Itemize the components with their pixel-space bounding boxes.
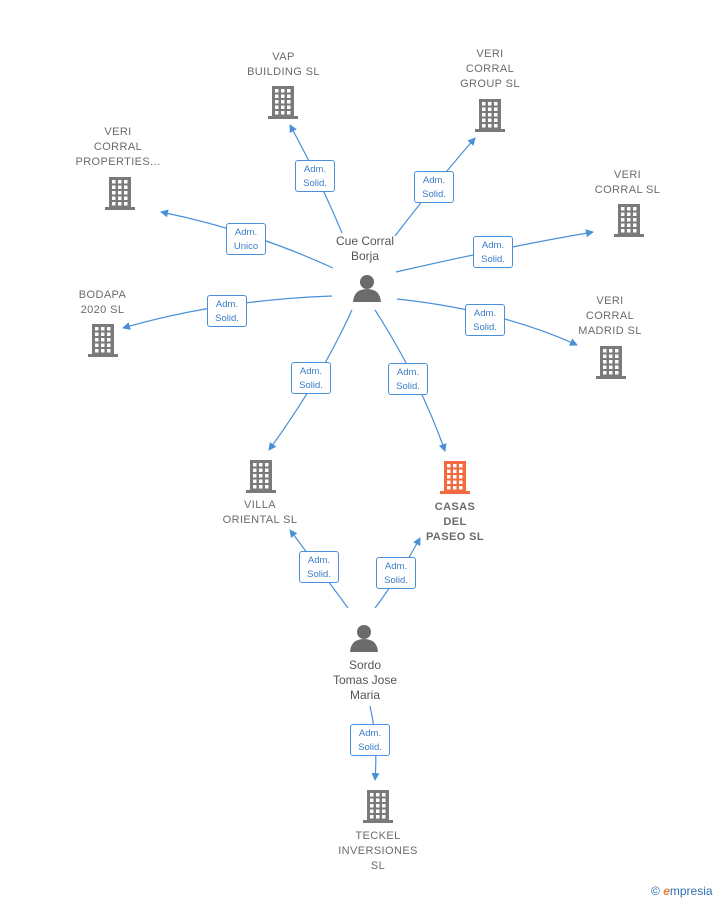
edge-label-p1-c_vap: Adm. Solid.: [295, 160, 335, 192]
building-icon-c_props[interactable]: [105, 177, 135, 210]
brand-initial: e: [663, 884, 670, 898]
edge-label-p2-c_villa: Adm. Solid.: [299, 551, 339, 583]
person-label-p1[interactable]: Cue Corral Borja: [335, 234, 395, 263]
person-icon-p2[interactable]: [350, 625, 378, 652]
edge-label-p1-c_group: Adm. Solid.: [414, 171, 454, 203]
building-icon-c_bodapa[interactable]: [88, 324, 118, 357]
edge-label-p1-c_madrid: Adm. Solid.: [465, 304, 505, 336]
edge-label-p2-c_casas: Adm. Solid.: [376, 557, 416, 589]
empresia-logo[interactable]: © empresia: [651, 884, 713, 898]
company-label-c_group[interactable]: VERI CORRAL GROUP SL: [460, 48, 520, 90]
company-label-c_vap[interactable]: VAP BUILDING SL: [247, 51, 320, 78]
edge-label-p1-c_bodapa: Adm. Solid.: [207, 295, 247, 327]
building-icon-c_casas[interactable]: [440, 461, 470, 494]
edge-label-p2-c_teckel: Adm. Solid.: [350, 724, 390, 756]
building-icon-c_madrid[interactable]: [596, 346, 626, 379]
edge-label-p1-c_casas: Adm. Solid.: [388, 363, 428, 395]
edge-label-p1-c_props: Adm. Unico: [226, 223, 266, 255]
building-icon-c_villa[interactable]: [246, 460, 276, 493]
building-icon-c_vap[interactable]: [268, 86, 298, 119]
company-label-c_villa[interactable]: VILLA ORIENTAL SL: [222, 499, 298, 526]
company-label-c_corral[interactable]: VERI CORRAL SL: [594, 169, 661, 196]
brand-name: mpresia: [669, 884, 713, 898]
copyright-icon: ©: [651, 884, 660, 898]
company-label-c_props[interactable]: VERI CORRAL PROPERTIES...: [75, 126, 161, 168]
company-label-c_bodapa[interactable]: BODAPA 2020 SL: [78, 289, 127, 316]
person-label-p2[interactable]: Sordo Tomas Jose Maria: [332, 658, 398, 702]
edge-label-p1-c_villa: Adm. Solid.: [291, 362, 331, 394]
building-icon-c_group[interactable]: [475, 99, 505, 132]
company-label-c_casas[interactable]: CASAS DEL PASEO SL: [425, 501, 484, 543]
building-icon-c_teckel[interactable]: [363, 790, 393, 823]
person-icon-p1[interactable]: [353, 275, 381, 302]
building-icon-c_corral[interactable]: [614, 204, 644, 237]
edge-label-p1-c_corral: Adm. Solid.: [473, 236, 513, 268]
company-label-c_teckel[interactable]: TECKEL INVERSIONES SL: [338, 830, 418, 872]
company-label-c_madrid[interactable]: VERI CORRAL MADRID SL: [578, 295, 642, 337]
